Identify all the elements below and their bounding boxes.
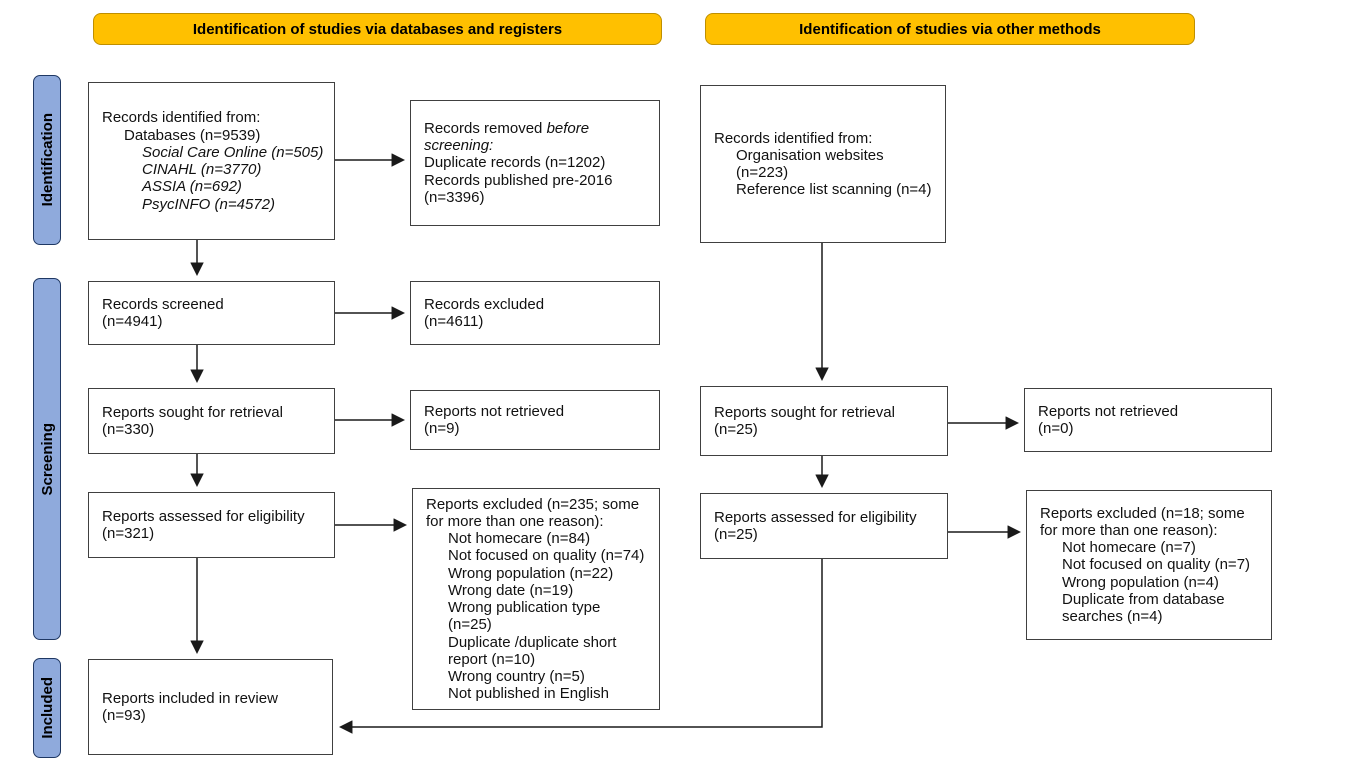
box-line: screening: [424, 137, 494, 155]
box-reports-not-retrieved-other: Reports not retrieved(n=0) [1024, 388, 1272, 452]
box-line: Reference list scanning (n=4) [736, 181, 932, 199]
banner-databases-registers: Identification of studies via databases … [93, 13, 662, 45]
box-line: (n=9) [424, 420, 460, 437]
box-line: (n=25) [448, 616, 492, 634]
box-line: Not focused on quality (n=7) [1062, 556, 1251, 574]
box-line: Records identified from: [714, 129, 873, 147]
box-line: Not focused on quality (n=74) [448, 547, 645, 565]
box-line: for more than one reason): [1040, 521, 1218, 539]
box-line: Reports not retrieved [1038, 402, 1179, 420]
box-line: (n=25) [714, 421, 758, 438]
box-line: (n=25) [714, 526, 758, 543]
box-line: Reports excluded (n=235; some [426, 495, 640, 513]
box-reports-assessed-other: Reports assessed for eligibility(n=25) [700, 493, 948, 559]
box-line: CINAHL (n=3770) [142, 161, 262, 178]
box-line: (n=321) [102, 525, 155, 542]
box-line: Reports not retrieved [424, 402, 565, 420]
box-records-identified-other-methods: Records identified from:Organisation web… [700, 85, 946, 243]
stage-label-identification: Identification [33, 75, 61, 245]
box-line: ASSIA (n=692) [142, 178, 242, 196]
box-line: Records identified from: [102, 109, 261, 127]
box-line: Reports sought for retrieval [714, 403, 895, 421]
banner-other-methods: Identification of studies via other meth… [705, 13, 1195, 45]
box-line: for more than one reason): [426, 512, 604, 530]
box-line: PsycINFO (n=4572) [142, 195, 275, 213]
box-line: Wrong population (n=22) [448, 564, 614, 582]
box-line: (n=330) [102, 421, 155, 438]
box-reports-sought-other: Reports sought for retrieval(n=25) [700, 386, 948, 456]
box-line: Reports assessed for eligibility [102, 507, 305, 525]
box-line: Duplicate /duplicate short [448, 633, 617, 651]
box-line: Not published in English [448, 685, 609, 703]
box-records-screened: Records screened(n=4941) [88, 281, 335, 345]
box-records-identified-databases: Records identified from:Databases (n=953… [88, 82, 335, 240]
box-line: Records removed before [424, 119, 590, 137]
box-reports-sought-databases: Reports sought for retrieval(n=330) [88, 388, 335, 454]
box-records-excluded: Records excluded(n=4611) [410, 281, 660, 345]
box-line: Social Care Online (n=505) [142, 143, 324, 161]
stage-label-included: Included [33, 658, 61, 758]
box-line: Duplicate records (n=1202) [424, 154, 606, 172]
box-line: Records excluded [424, 295, 545, 313]
box-line: (n=4611) [424, 313, 484, 330]
box-line: Reports excluded (n=18; some [1040, 504, 1245, 522]
stage-label-included-text: Included [38, 677, 56, 739]
box-line: Records screened [102, 295, 224, 313]
box-line: Wrong country (n=5) [448, 668, 585, 685]
box-reports-included-in-review: Reports included in review(n=93) [88, 659, 333, 755]
box-line: Organisation websites [736, 146, 884, 164]
box-line: Duplicate from database [1062, 590, 1225, 608]
box-line: Not homecare (n=84) [448, 530, 591, 547]
box-line: Wrong population (n=4) [1062, 573, 1219, 591]
box-line: (n=223) [736, 164, 789, 181]
box-line: Wrong date (n=19) [448, 581, 574, 599]
box-reports-not-retrieved-databases: Reports not retrieved(n=9) [410, 390, 660, 450]
stage-label-screening-text: Screening [38, 422, 56, 496]
stage-label-screening: Screening [33, 278, 61, 640]
stage-label-identification-text: Identification [38, 113, 56, 207]
box-line: (n=0) [1038, 420, 1074, 437]
box-line: searches (n=4) [1062, 608, 1163, 626]
box-line: Records published pre-2016 [424, 171, 613, 189]
box-line: (n=93) [102, 707, 146, 724]
box-line: report (n=10) [448, 650, 536, 668]
box-reports-assessed-databases: Reports assessed for eligibility(n=321) [88, 492, 335, 558]
box-line: (n=3396) [424, 188, 485, 206]
box-line: Not homecare (n=7) [1062, 539, 1196, 557]
box-line: Reports included in review [102, 689, 278, 707]
box-line: Reports assessed for eligibility [714, 508, 917, 526]
box-line: Wrong publication type [448, 599, 601, 616]
box-line: Databases (n=9539) [124, 126, 261, 144]
box-line: Reports sought for retrieval [102, 403, 283, 421]
box-line: (n=4941) [102, 313, 163, 330]
